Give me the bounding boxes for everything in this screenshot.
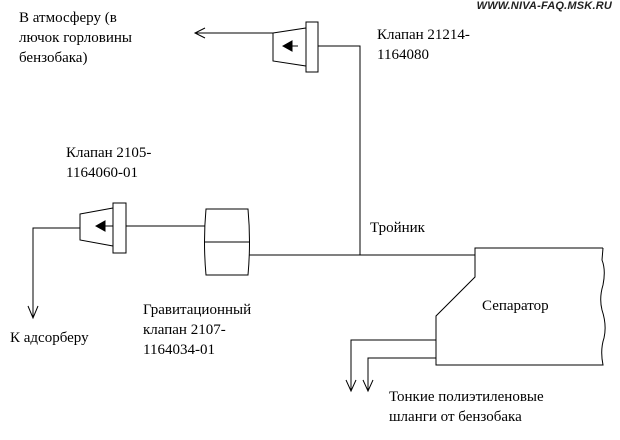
hose-1 [350,339,436,390]
tee-riser-line [318,45,361,255]
valve-top-plate [305,21,319,73]
valve-left-body [79,207,114,247]
separator-body [435,247,606,366]
label-hoses: Тонкие полиэтиленовые шланги от бензобак… [389,389,544,425]
valve-left-arrow-head [94,220,106,232]
hose-2 [367,357,436,390]
site-url: WWW.NIVA-FAQ.MSK.RU [476,0,612,12]
atmosphere-arrow-icon [193,27,206,39]
valve-left-plate [112,202,127,254]
label-to-atmosphere: В атмосферу (в лючок горловины бензобака… [19,10,132,66]
label-valve-top: Клапан 21214- 1164080 [377,27,470,63]
label-tee: Тройник [370,220,425,236]
adsorber-line [32,227,80,318]
valve-top [272,21,319,73]
label-gravity-valve: Гравитационный клапан 2107- 1164034-01 [143,302,252,358]
hose-1-arrow-icon [345,379,357,393]
valve-left [79,202,127,254]
label-to-adsorber: К адсорберу [10,330,89,346]
label-valve-left: Клапан 2105- 1164060-01 [66,145,152,181]
hose-2-arrow-icon [362,379,374,393]
valve-top-arrow-head [281,40,293,52]
adsorber-arrow-icon [27,305,39,320]
label-separator: Сепаратор [482,298,549,314]
gravity-valve [204,208,250,276]
